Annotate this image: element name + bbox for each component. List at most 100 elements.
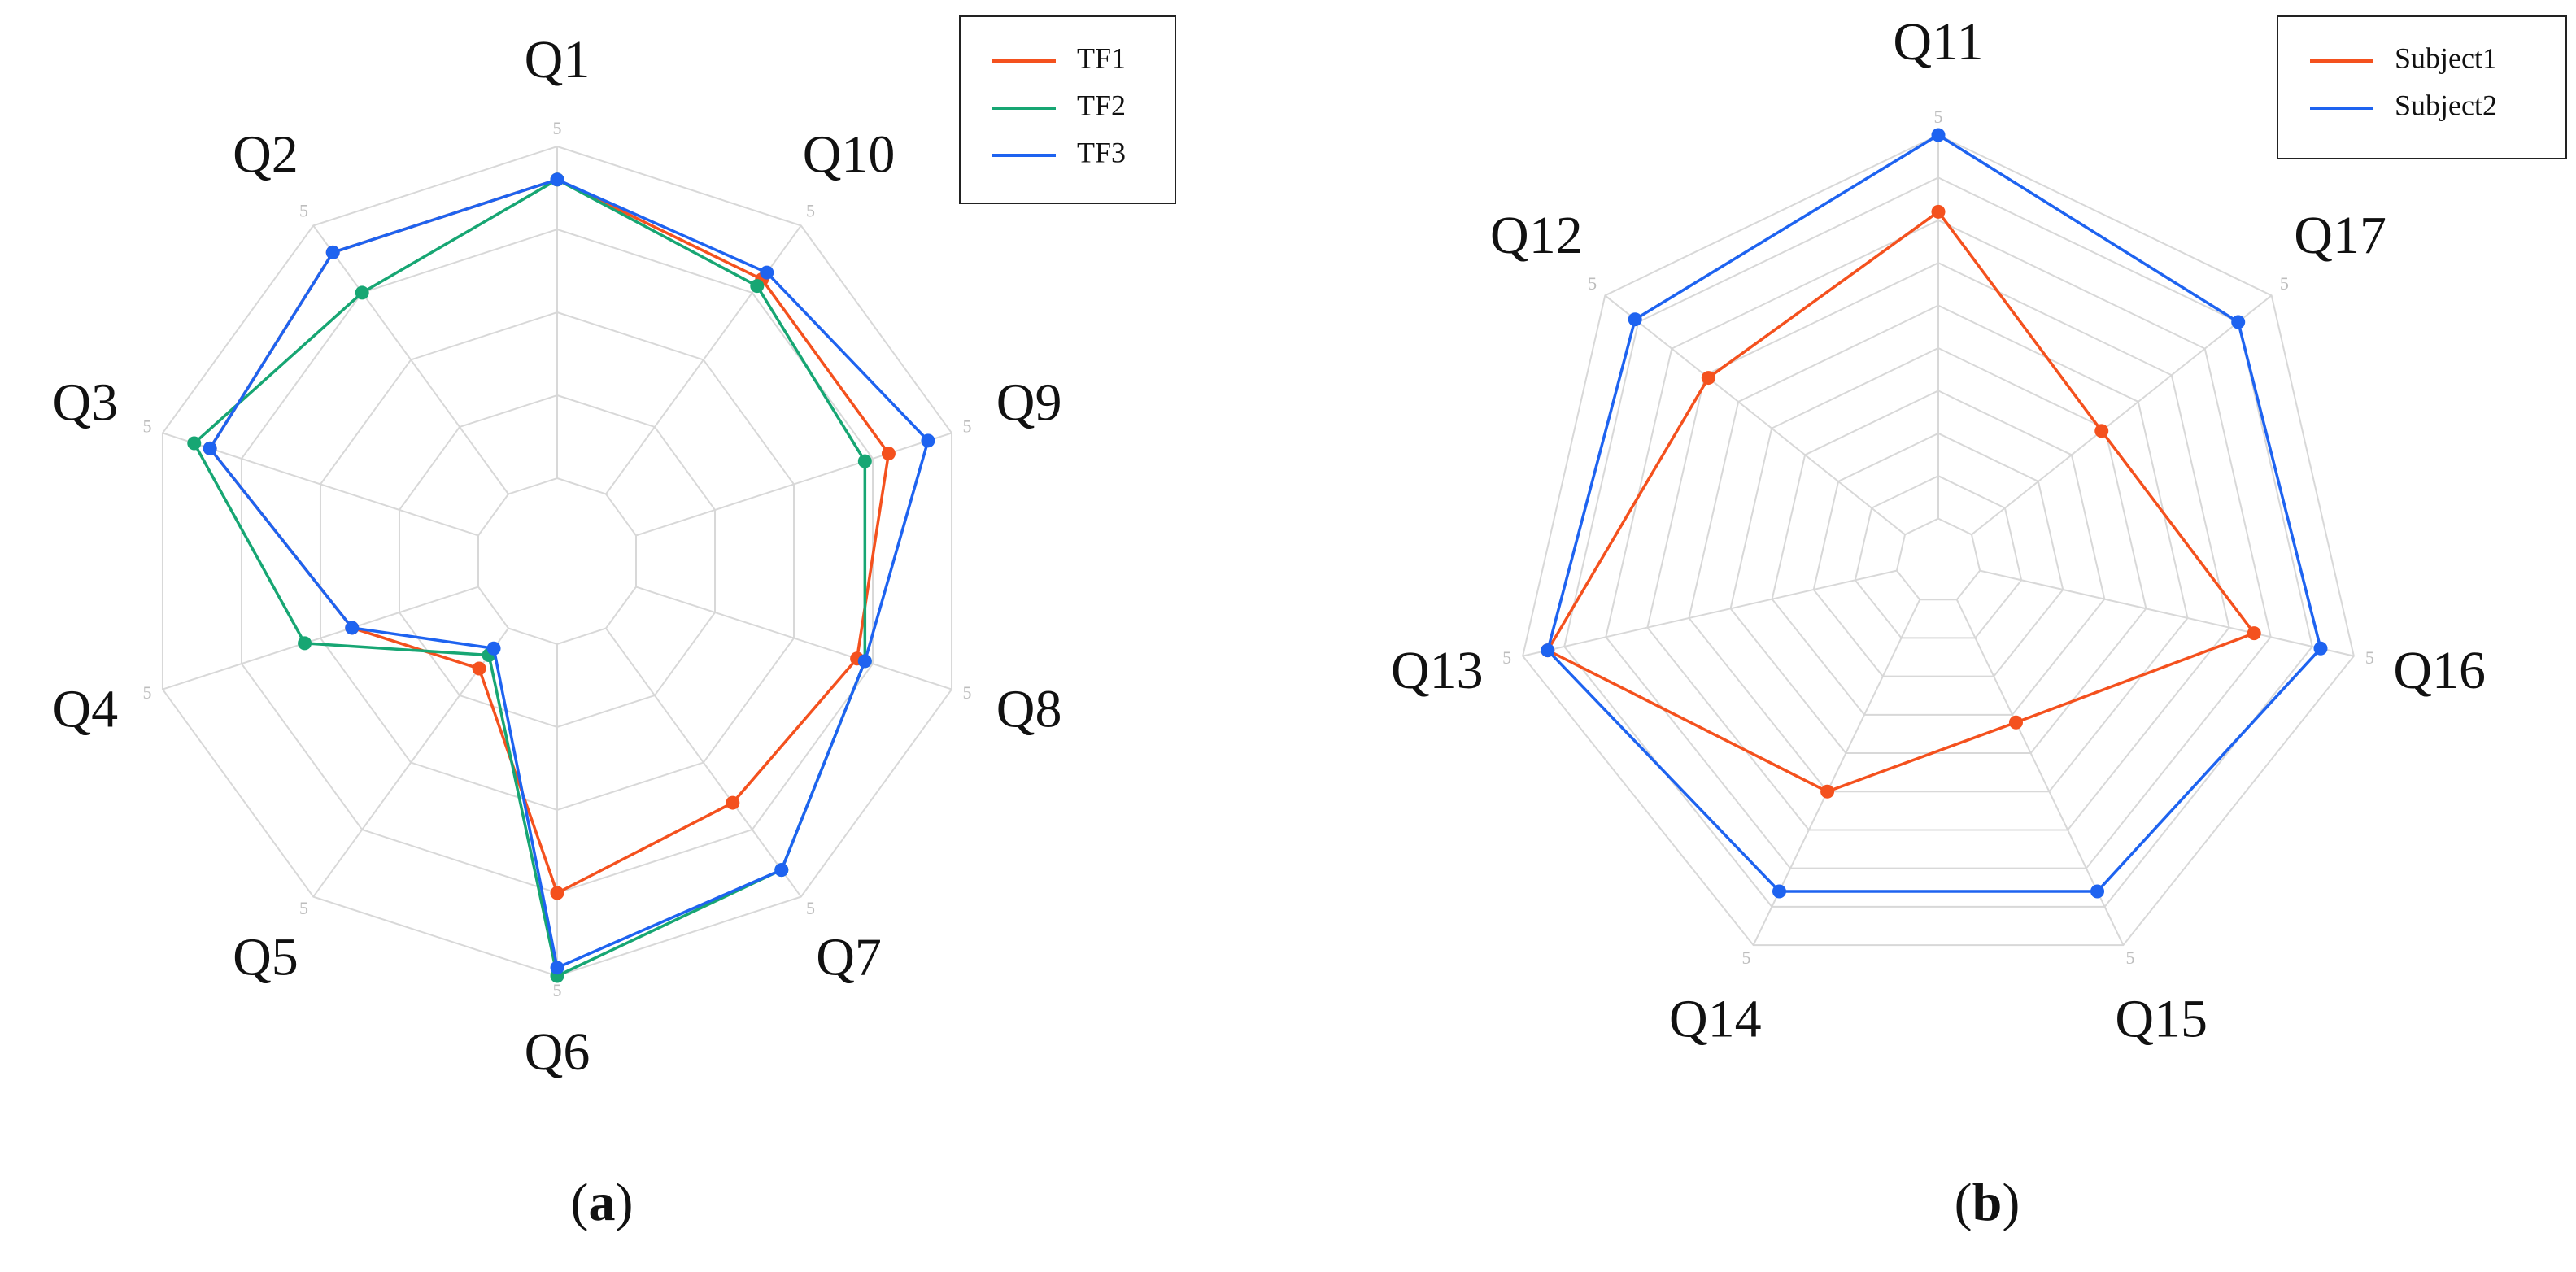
grid-ring bbox=[1895, 517, 1981, 601]
series-tf1 bbox=[203, 172, 896, 900]
grid-ring bbox=[1605, 219, 2272, 869]
panel-label: (a) bbox=[571, 1173, 634, 1232]
panel-label: (b) bbox=[1955, 1173, 2020, 1232]
series-line-subject2 bbox=[1546, 133, 2322, 893]
tick-label: 5 bbox=[299, 898, 308, 918]
grid-spoke bbox=[1971, 294, 2273, 536]
data-point-tf3-q2 bbox=[325, 245, 340, 259]
grid-ring bbox=[1771, 390, 2106, 716]
grid-ring bbox=[1812, 432, 2064, 677]
grid-spoke bbox=[1979, 569, 2355, 657]
tick-label: 5 bbox=[1502, 647, 1511, 668]
tick-label: 5 bbox=[299, 200, 308, 220]
grid-ring bbox=[1854, 475, 2023, 639]
grid-ring bbox=[1522, 133, 2355, 947]
data-point-tf3-q3 bbox=[203, 441, 217, 455]
data-point-subject1-q12 bbox=[1701, 371, 1715, 386]
data-point-tf2-q10 bbox=[750, 279, 765, 294]
axis-label-q7: Q7 bbox=[816, 928, 882, 987]
tick-label: 5 bbox=[963, 416, 972, 436]
data-point-subject1-q11 bbox=[1931, 204, 1946, 219]
legend-label-tf2: TF2 bbox=[1077, 89, 1126, 121]
tick-label: 5 bbox=[142, 416, 151, 436]
legend-box bbox=[2277, 15, 2567, 159]
series-line-subject1 bbox=[1546, 210, 2256, 794]
tick-label: 5 bbox=[553, 118, 562, 138]
data-point-tf3-q8 bbox=[857, 654, 872, 669]
data-point-subject2-q13 bbox=[1541, 643, 1555, 658]
tick-label: 5 bbox=[2280, 273, 2289, 294]
grid-spoke bbox=[1604, 294, 1906, 536]
axis-label-q17: Q17 bbox=[2294, 206, 2386, 265]
data-point-subject2-q15 bbox=[2090, 884, 2105, 899]
data-point-subject2-q12 bbox=[1628, 312, 1642, 327]
grid-spoke bbox=[162, 586, 479, 690]
radar-chart-a: 5555555555Q1Q10Q9Q8Q7Q6Q5Q4Q3Q2TF1TF2TF3… bbox=[53, 15, 1176, 1232]
legend-label-subject1: Subject1 bbox=[2395, 41, 2497, 74]
axis-label-q5: Q5 bbox=[233, 928, 299, 987]
data-point-subject2-q11 bbox=[1931, 128, 1946, 142]
series-line-tf2 bbox=[193, 178, 867, 978]
grid-spoke bbox=[1522, 569, 1898, 657]
data-point-subject1-q17 bbox=[2094, 424, 2109, 438]
data-point-tf1-q9 bbox=[881, 447, 896, 461]
axis-label-q1: Q1 bbox=[525, 30, 591, 89]
tick-label: 5 bbox=[553, 980, 562, 1000]
axis-label-q10: Q10 bbox=[803, 125, 896, 185]
data-point-subject2-q17 bbox=[2231, 315, 2246, 329]
data-point-tf1-q7 bbox=[726, 795, 740, 810]
data-point-subject1-q15 bbox=[2008, 715, 2023, 730]
data-point-tf3-q9 bbox=[921, 433, 935, 448]
radar-chart-b: 5555555Q11Q17Q16Q15Q14Q13Q12Subject1Subj… bbox=[1391, 12, 2567, 1232]
data-point-subject1-q14 bbox=[1820, 784, 1835, 799]
series-subject2 bbox=[1541, 128, 2328, 899]
tick-label: 5 bbox=[1934, 107, 1943, 127]
grid-spoke bbox=[635, 586, 952, 690]
tick-label: 5 bbox=[1588, 273, 1597, 294]
data-point-tf2-q3 bbox=[187, 436, 202, 451]
axis-label-q16: Q16 bbox=[2393, 641, 2486, 700]
grid-spoke bbox=[635, 432, 952, 537]
data-point-tf3-q7 bbox=[774, 863, 789, 878]
data-point-tf3-q10 bbox=[760, 265, 774, 280]
grid-spoke bbox=[312, 224, 509, 495]
axis-label-q13: Q13 bbox=[1391, 641, 1484, 700]
axis-label-q2: Q2 bbox=[233, 125, 299, 185]
data-point-subject1-q16 bbox=[2247, 626, 2261, 641]
legend-label-tf1: TF1 bbox=[1077, 41, 1126, 74]
data-point-subject2-q16 bbox=[2313, 641, 2328, 656]
data-point-tf3-q4 bbox=[345, 621, 360, 635]
legend-box bbox=[959, 15, 1176, 204]
axis-label-q8: Q8 bbox=[996, 680, 1062, 739]
data-point-subject2-q14 bbox=[1772, 884, 1786, 899]
axis-label-q14: Q14 bbox=[1669, 990, 1762, 1049]
data-point-tf3-q5 bbox=[486, 641, 501, 656]
tick-label: 5 bbox=[1741, 947, 1750, 968]
axis-label-q4: Q4 bbox=[53, 680, 119, 739]
tick-label: 5 bbox=[142, 682, 151, 703]
axis-label-q12: Q12 bbox=[1490, 206, 1583, 265]
data-point-tf3-q1 bbox=[550, 172, 564, 187]
data-point-tf2-q9 bbox=[857, 454, 872, 468]
axis-label-q11: Q11 bbox=[1893, 12, 1983, 72]
legend-label-tf3: TF3 bbox=[1077, 136, 1126, 168]
grid-ring bbox=[1729, 346, 2147, 755]
series-tf2 bbox=[187, 172, 872, 983]
tick-label: 5 bbox=[806, 898, 815, 918]
data-point-tf1-q6 bbox=[550, 886, 564, 900]
grid-ring bbox=[1688, 304, 2189, 793]
axis-label-q6: Q6 bbox=[525, 1022, 591, 1082]
axis-label-q3: Q3 bbox=[53, 373, 119, 433]
tick-label: 5 bbox=[2365, 647, 2374, 668]
grid-ring bbox=[1646, 262, 2230, 831]
legend-label-subject2: Subject2 bbox=[2395, 89, 2497, 121]
data-point-tf2-q4 bbox=[298, 636, 312, 651]
tick-label: 5 bbox=[2126, 947, 2135, 968]
axis-label-q15: Q15 bbox=[2115, 990, 2208, 1049]
series-line-tf3 bbox=[208, 178, 930, 969]
axis-label-q9: Q9 bbox=[996, 373, 1062, 433]
data-point-tf1-q5 bbox=[472, 661, 486, 676]
